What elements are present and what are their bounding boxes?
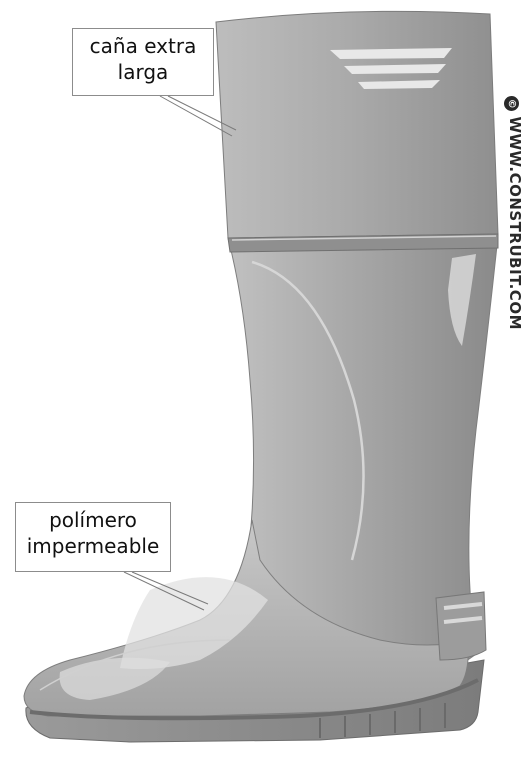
- boot-heel: [436, 592, 486, 660]
- credit-url: WWW.CONSTRUBIT.COM: [506, 116, 524, 330]
- label-shaft-line-1: caña extra: [73, 33, 213, 59]
- boot-shaft: [216, 11, 498, 238]
- copyright-credit: © WWW.CONSTRUBIT.COM: [506, 30, 524, 330]
- label-shaft: caña extra larga: [72, 28, 214, 96]
- copyright-symbol: ©: [504, 96, 519, 111]
- label-material-line-1: polímero: [16, 507, 170, 533]
- label-material-line-2: impermeable: [16, 533, 170, 559]
- label-shaft-line-2: larga: [73, 59, 213, 85]
- label-material: polímero impermeable: [15, 502, 171, 572]
